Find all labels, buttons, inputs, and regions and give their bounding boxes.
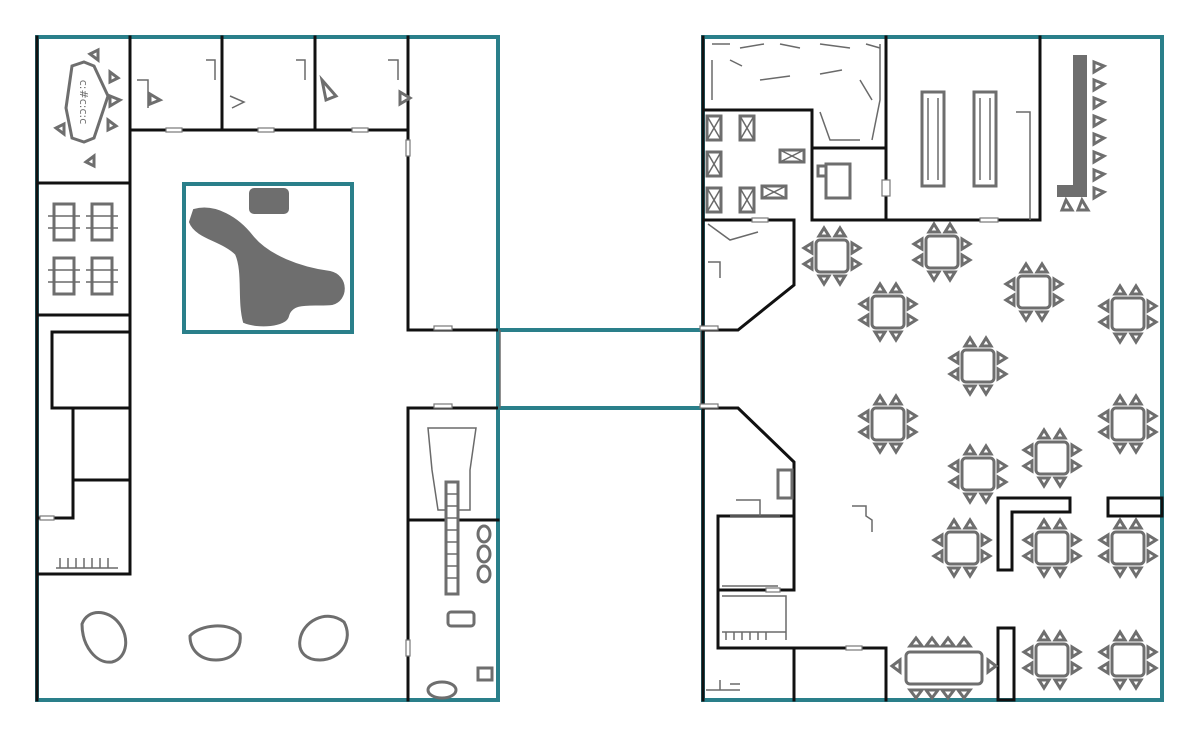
office-desks bbox=[137, 59, 413, 109]
dining-table bbox=[1097, 283, 1159, 345]
dining-table bbox=[1097, 517, 1159, 579]
dining-table bbox=[947, 335, 1009, 397]
dining-table bbox=[1097, 629, 1159, 691]
atrium-bench bbox=[249, 188, 289, 214]
left-window-marks bbox=[39, 127, 453, 657]
right-window-marks bbox=[699, 179, 999, 651]
atrium-planter bbox=[188, 207, 345, 327]
kitchen-counters bbox=[920, 55, 1108, 220]
left-building: c:#c:c:c bbox=[35, 35, 500, 702]
conference-table: c:#c:c:c bbox=[53, 47, 124, 169]
dining-table bbox=[857, 281, 919, 343]
stair-room bbox=[426, 427, 494, 700]
dining-table bbox=[1003, 261, 1065, 323]
svg-text:c:#c:c:c: c:#c:c:c bbox=[77, 80, 90, 125]
long-table bbox=[889, 635, 999, 701]
right-interior-walls bbox=[701, 35, 1164, 702]
right-building bbox=[699, 35, 1164, 702]
storage-racks bbox=[705, 114, 806, 214]
dining-table bbox=[1097, 393, 1159, 455]
lounge-seats bbox=[80, 611, 349, 664]
service-fixtures bbox=[706, 468, 873, 691]
dining-table bbox=[947, 443, 1009, 505]
atrium-courtyard bbox=[182, 182, 354, 334]
corridor-bridge bbox=[498, 328, 703, 410]
dining-table bbox=[911, 221, 973, 283]
dining-table bbox=[1021, 629, 1083, 691]
pantry-counters bbox=[707, 162, 852, 278]
service-hall-equipment bbox=[711, 43, 881, 141]
workstation-desks bbox=[48, 202, 118, 296]
dining-table bbox=[801, 225, 863, 287]
dining-table bbox=[931, 517, 993, 579]
storage-room bbox=[56, 558, 118, 569]
dining-table bbox=[1021, 517, 1083, 579]
dining-table bbox=[857, 393, 919, 455]
left-interior-walls bbox=[35, 35, 500, 702]
dining-hall-tables bbox=[801, 221, 1159, 691]
dining-table bbox=[1021, 427, 1083, 489]
left-exterior-wall bbox=[35, 35, 500, 702]
